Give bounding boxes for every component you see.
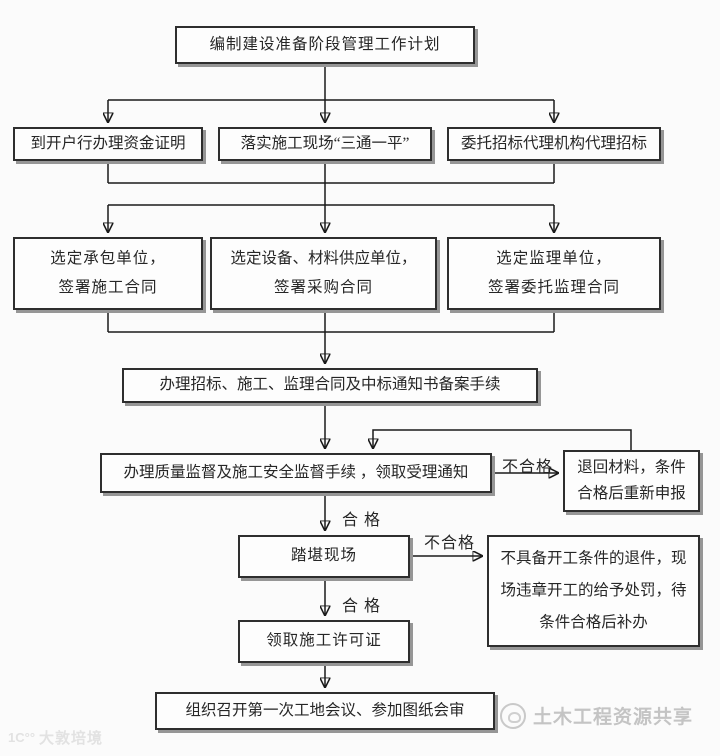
- edge-label-pass-2: 合 格: [342, 598, 382, 615]
- node-contractor: 选定承包单位， 签署施工合同: [13, 237, 203, 310]
- watermark-bottom-left: 1C°° 大敦培境: [8, 727, 103, 748]
- watermark-right-text: 土木工程资源共享: [533, 707, 694, 728]
- node-reject-punish: 不具备开工条件的退件，现 场违章开工的给予处罚，待 条件合格后补办: [487, 535, 700, 647]
- node-first-meeting-text: 组织召开第一次工地会议、参加图纸会审: [185, 701, 465, 719]
- node-site-visit: 踏堪现场: [238, 535, 410, 578]
- node-contractor-line2: 签署施工合同: [58, 279, 158, 297]
- edge-label-fail-1: 不合格: [502, 459, 554, 476]
- watermark-left-logo-icon: 1C°°: [8, 730, 36, 745]
- node-return-materials-line2: 合格后重新申报: [577, 484, 686, 502]
- node-fund-cert: 到开户行办理资金证明: [13, 127, 203, 161]
- node-plan: 编制建设准备阶段管理工作计划: [175, 26, 475, 64]
- watermark-logo-icon: [500, 702, 526, 729]
- node-bid-agency-text: 委托招标代理机构代理招标: [460, 134, 647, 152]
- node-permit: 领取施工许可证: [238, 620, 410, 663]
- node-fund-cert-text: 到开户行办理资金证明: [30, 134, 186, 152]
- node-site-visit-text: 踏堪现场: [290, 547, 357, 565]
- edge-label-fail-2: 不合格: [424, 535, 476, 552]
- edge-label-pass-1: 合 格: [342, 512, 382, 529]
- node-return-materials: 退回材料，条件 合格后重新申报: [563, 450, 700, 512]
- node-site-prep-text: 落实施工现场“三通一平”: [240, 134, 410, 152]
- node-first-meeting: 组织召开第一次工地会议、参加图纸会审: [155, 692, 495, 730]
- node-plan-text: 编制建设准备阶段管理工作计划: [209, 35, 441, 53]
- node-supplier-line1: 选定设备、材料供应单位，: [230, 249, 417, 267]
- node-supplier: 选定设备、材料供应单位， 签署采购合同: [210, 237, 437, 310]
- node-permit-text: 领取施工许可证: [266, 632, 382, 650]
- node-reject-punish-line1: 不具备开工条件的退件，现: [500, 549, 687, 567]
- node-supervisor-line2: 签署委托监理合同: [487, 279, 620, 297]
- node-return-materials-line1: 退回材料，条件: [577, 458, 686, 476]
- node-reject-punish-line2: 场违章开工的给予处罚，待: [500, 581, 687, 599]
- node-reject-punish-line3: 条件合格后补办: [539, 613, 648, 631]
- node-quality-safety: 办理质量监督及施工安全监督手续 ，领取受理通知: [100, 453, 492, 493]
- node-supervisor-line1: 选定监理单位，: [496, 249, 612, 267]
- node-supervisor: 选定监理单位， 签署委托监理合同: [447, 237, 661, 310]
- node-contractor-line1: 选定承包单位，: [50, 249, 166, 267]
- node-filing-text: 办理招标、施工、监理合同及中标通知书备案手续: [159, 376, 501, 394]
- watermark-left-text: 大敦培境: [39, 730, 104, 747]
- node-site-prep: 落实施工现场“三通一平”: [218, 127, 432, 161]
- node-bid-agency: 委托招标代理机构代理招标: [447, 127, 661, 161]
- node-quality-safety-text: 办理质量监督及施工安全监督手续 ，领取受理通知: [123, 463, 469, 481]
- node-supplier-line2: 签署采购合同: [273, 279, 373, 297]
- watermark-bottom-right: 土木工程资源共享: [500, 702, 693, 729]
- node-filing: 办理招标、施工、监理合同及中标通知书备案手续: [122, 368, 538, 403]
